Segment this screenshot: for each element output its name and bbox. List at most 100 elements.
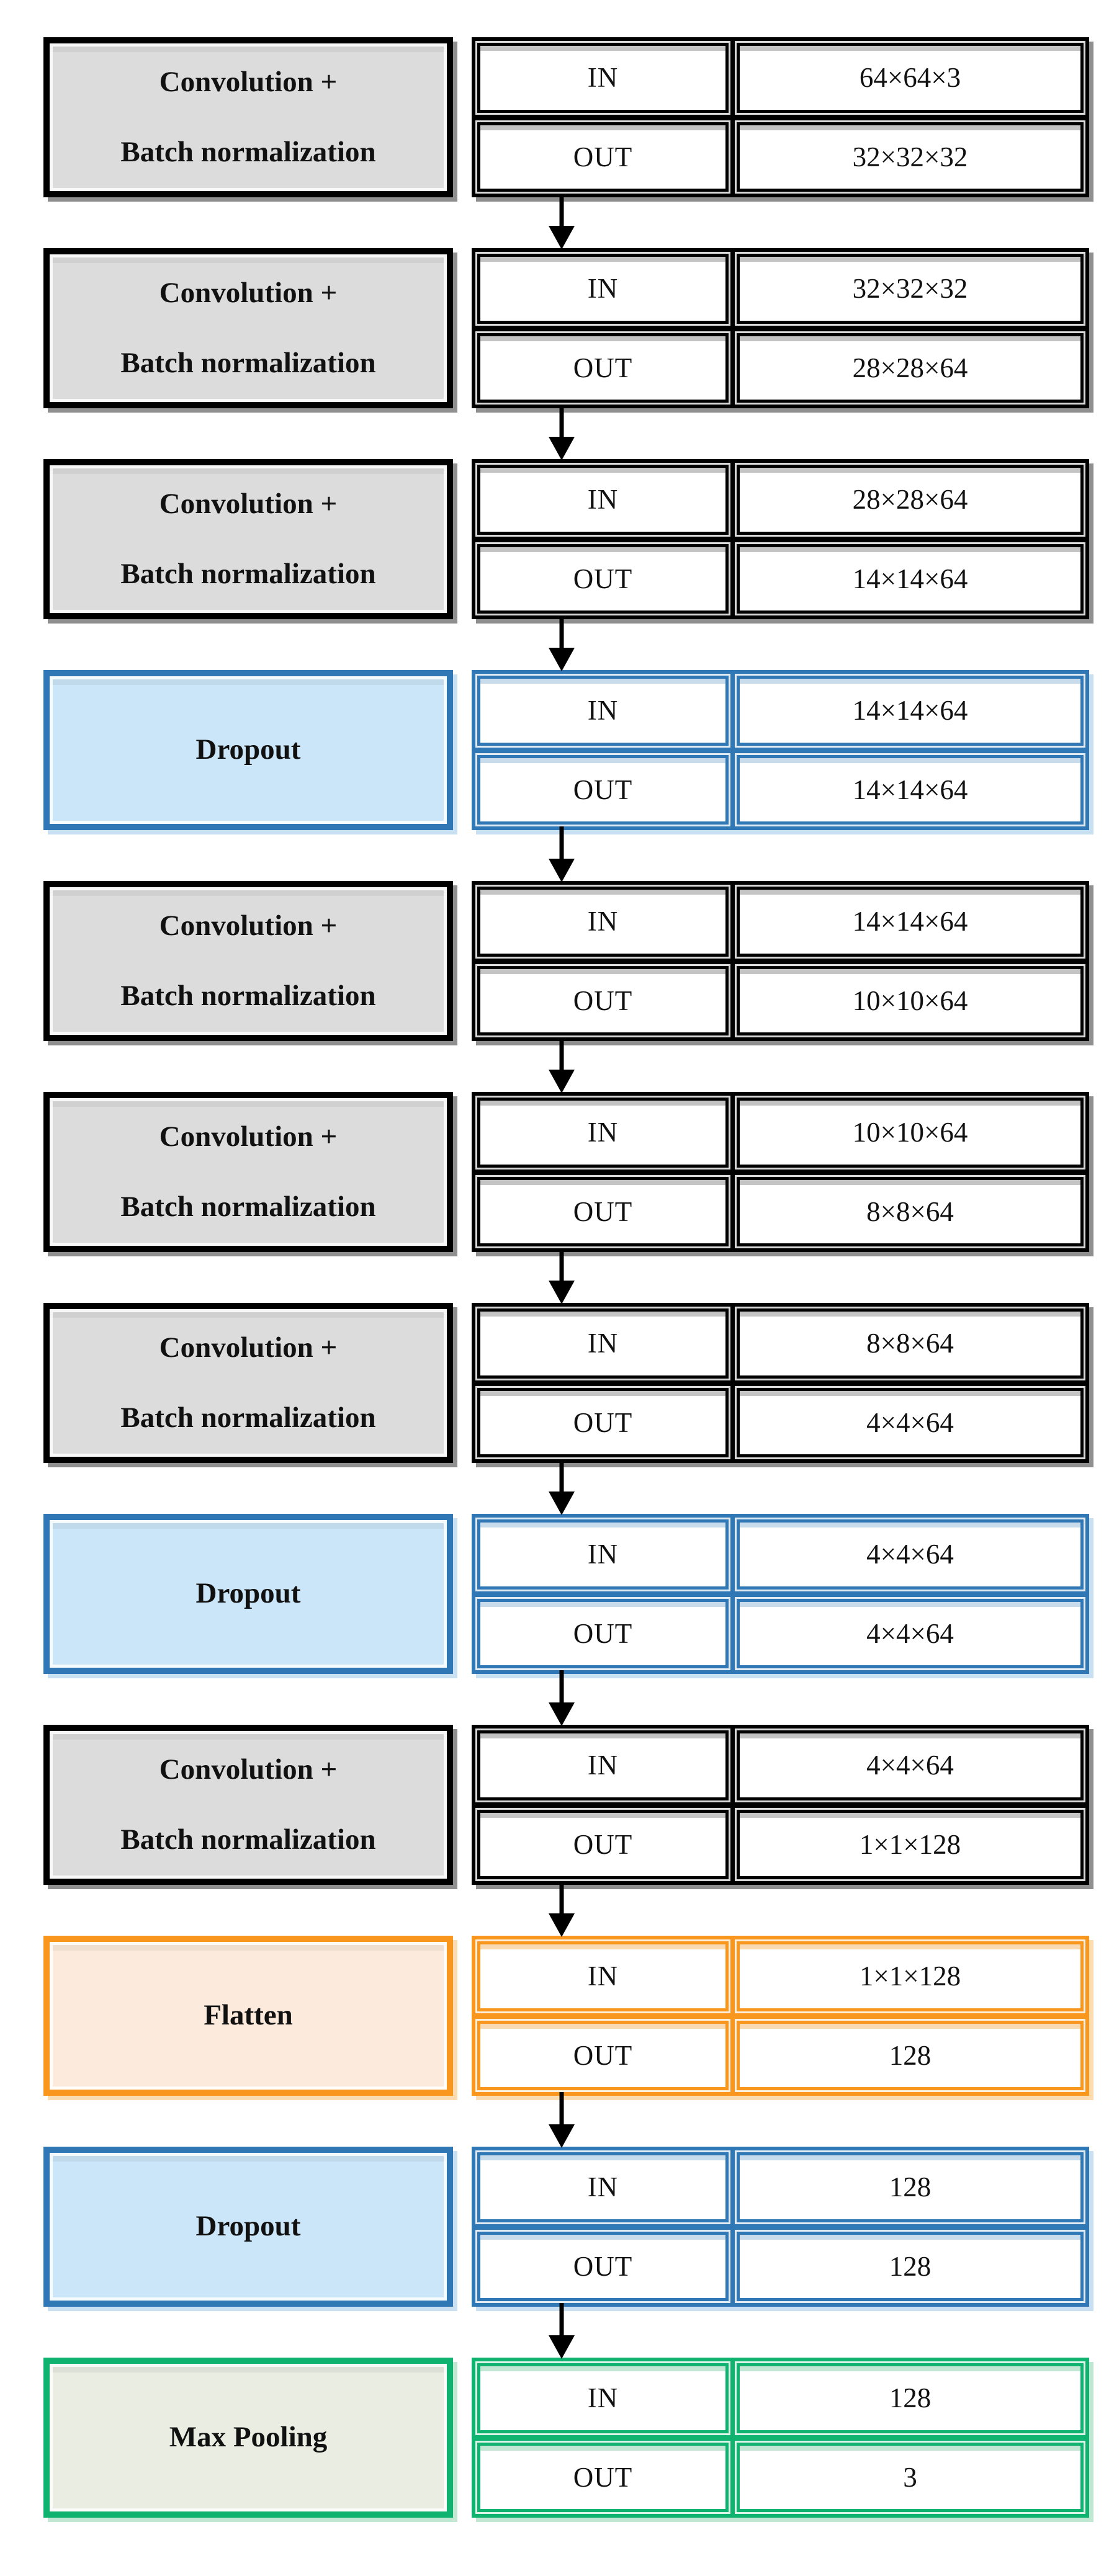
layer-label: Dropout <box>50 1520 447 1668</box>
layer-label-block: Dropout <box>43 2147 453 2307</box>
layer-label: Convolution + Batch normalization <box>50 887 447 1035</box>
out-header-cell: OUT <box>475 753 730 826</box>
out-header-label: OUT <box>573 2039 633 2071</box>
layer-row: Convolution +Batch normalization IN 32×3… <box>43 248 1089 460</box>
out-header-cell: OUT <box>475 542 730 615</box>
layer-name-line: Convolution + <box>159 276 338 309</box>
flow-arrow <box>548 2303 575 2359</box>
out-value: 32×32×32 <box>852 141 968 172</box>
layer-label-block: Convolution + Batch normalization <box>43 248 453 408</box>
out-header-label: OUT <box>573 352 633 383</box>
in-value-cell: 4×4×64 <box>735 1518 1085 1591</box>
in-header-label: IN <box>587 273 619 305</box>
flow-arrow <box>548 194 575 249</box>
in-value: 10×10×64 <box>852 1117 968 1148</box>
io-table: IN 64×64×3 OUT 32×32×32 <box>472 37 1089 197</box>
out-header-label: OUT <box>573 985 633 1016</box>
flow-arrow <box>548 1037 575 1093</box>
in-header-cell: IN <box>475 463 730 537</box>
in-value: 128 <box>889 2382 932 2414</box>
layer-row: Convolution + Batch normalization IN 28×2… <box>43 459 1089 671</box>
layer-label-block: Flatten <box>43 1936 453 2096</box>
io-table: IN 128 OUT 3 <box>472 2358 1089 2518</box>
flow-arrow <box>548 405 575 460</box>
layer-name-line: Dropout <box>195 2210 301 2243</box>
layer-name-line: Batch normalization <box>120 346 376 379</box>
arrow-stem <box>559 405 564 438</box>
out-value: 128 <box>889 2250 932 2282</box>
arrow-stem <box>559 1881 564 1915</box>
out-value: 14×14×64 <box>852 774 968 805</box>
in-value: 128 <box>889 2171 932 2203</box>
layer-name-line: Convolution + <box>159 487 338 520</box>
in-value: 8×8×64 <box>866 1328 954 1359</box>
layer-label: Dropout <box>50 676 447 824</box>
in-value-cell: 14×14×64 <box>735 674 1085 748</box>
out-value: 3 <box>903 2461 917 2493</box>
in-value-cell: 1×1×128 <box>735 1939 1085 2013</box>
out-value-cell: 28×28×64 <box>735 331 1085 405</box>
layer-label: Dropout <box>50 2153 447 2301</box>
io-table: IN 128 OUT 128 <box>472 2147 1089 2307</box>
out-header-label: OUT <box>573 1617 633 1649</box>
arrow-stem <box>559 1459 564 1493</box>
layer-label-block: Convolution + Batch normalization <box>43 881 453 1041</box>
in-value-cell: 28×28×64 <box>735 463 1085 537</box>
layer-name-line: Convolution + <box>159 909 338 942</box>
arrow-stem <box>559 1670 564 1704</box>
in-value-cell: 8×8×64 <box>735 1307 1085 1380</box>
in-header-cell: IN <box>475 885 730 959</box>
in-value-cell: 64×64×3 <box>735 41 1085 115</box>
io-table: IN 8×8×64 OUT 4×4×64 <box>472 1303 1089 1463</box>
out-value-cell: 32×32×32 <box>735 120 1085 194</box>
layer-label-block: Dropout <box>43 1514 453 1674</box>
out-value-cell: 128 <box>735 2229 1085 2303</box>
out-value: 4×4×64 <box>866 1407 954 1438</box>
in-header-label: IN <box>587 2171 619 2203</box>
layer-name-line: Convolution + <box>159 1120 338 1153</box>
out-value: 4×4×64 <box>866 1617 954 1649</box>
out-value-cell: 128 <box>735 2018 1085 2092</box>
layer-name-line: Dropout <box>195 1577 301 1610</box>
layer-name-line: Batch normalization <box>120 557 376 590</box>
layer-label: Convolution +Batch normalization <box>50 1098 447 1246</box>
layer-label-block: Max Pooling <box>43 2358 453 2518</box>
layer-name-line: Batch normalization <box>120 1823 376 1856</box>
flow-arrow <box>548 1459 575 1515</box>
out-value-cell: 4×4×64 <box>735 1596 1085 1670</box>
io-table: IN 14×14×64 OUT 10×10×64 <box>472 881 1089 1041</box>
out-value-cell: 10×10×64 <box>735 964 1085 1037</box>
layer-label: Convolution + Batch normalization <box>50 254 447 402</box>
arrow-stem <box>559 826 564 860</box>
io-table: IN 10×10×64 OUT 8×8×64 <box>472 1092 1089 1252</box>
in-header-label: IN <box>587 1328 619 1359</box>
layer-label: Convolution + Batch normalization <box>50 465 447 613</box>
layer-label-block: Convolution + Batch normalization <box>43 37 453 197</box>
io-table: IN 4×4×64 OUT 1×1×128 <box>472 1725 1089 1885</box>
out-value-cell: 4×4×64 <box>735 1385 1085 1459</box>
layer-name-line: Batch normalization <box>120 135 376 168</box>
layer-label: Convolution + Batch normalization <box>50 43 447 191</box>
layer-name-line: Batch normalization <box>120 1401 376 1434</box>
flow-arrow <box>548 615 575 671</box>
out-value-cell: 14×14×64 <box>735 753 1085 826</box>
out-value-cell: 3 <box>735 2440 1085 2514</box>
out-value-cell: 1×1×128 <box>735 1807 1085 1881</box>
layer-name-line: Batch normalization <box>120 979 376 1012</box>
io-table: IN 28×28×64 OUT 14×14×64 <box>472 459 1089 619</box>
in-header-label: IN <box>587 484 619 516</box>
in-header-cell: IN <box>475 1729 730 1802</box>
in-header-cell: IN <box>475 41 730 115</box>
out-header-cell: OUT <box>475 331 730 405</box>
in-header-cell: IN <box>475 2150 730 2224</box>
io-table: IN 14×14×64 OUT 14×14×64 <box>472 670 1089 830</box>
out-header-label: OUT <box>573 1196 633 1227</box>
layer-label: Flatten <box>50 1942 447 2090</box>
layer-row: Convolution + Batch normalization IN 14×1… <box>43 881 1089 1093</box>
layer-name-line: Convolution + <box>159 65 338 98</box>
out-value: 28×28×64 <box>852 352 968 383</box>
out-value: 10×10×64 <box>852 985 968 1016</box>
flow-arrow <box>548 2092 575 2148</box>
arrow-head-icon <box>549 648 575 671</box>
io-table: IN 1×1×128 OUT 128 <box>472 1936 1089 2096</box>
